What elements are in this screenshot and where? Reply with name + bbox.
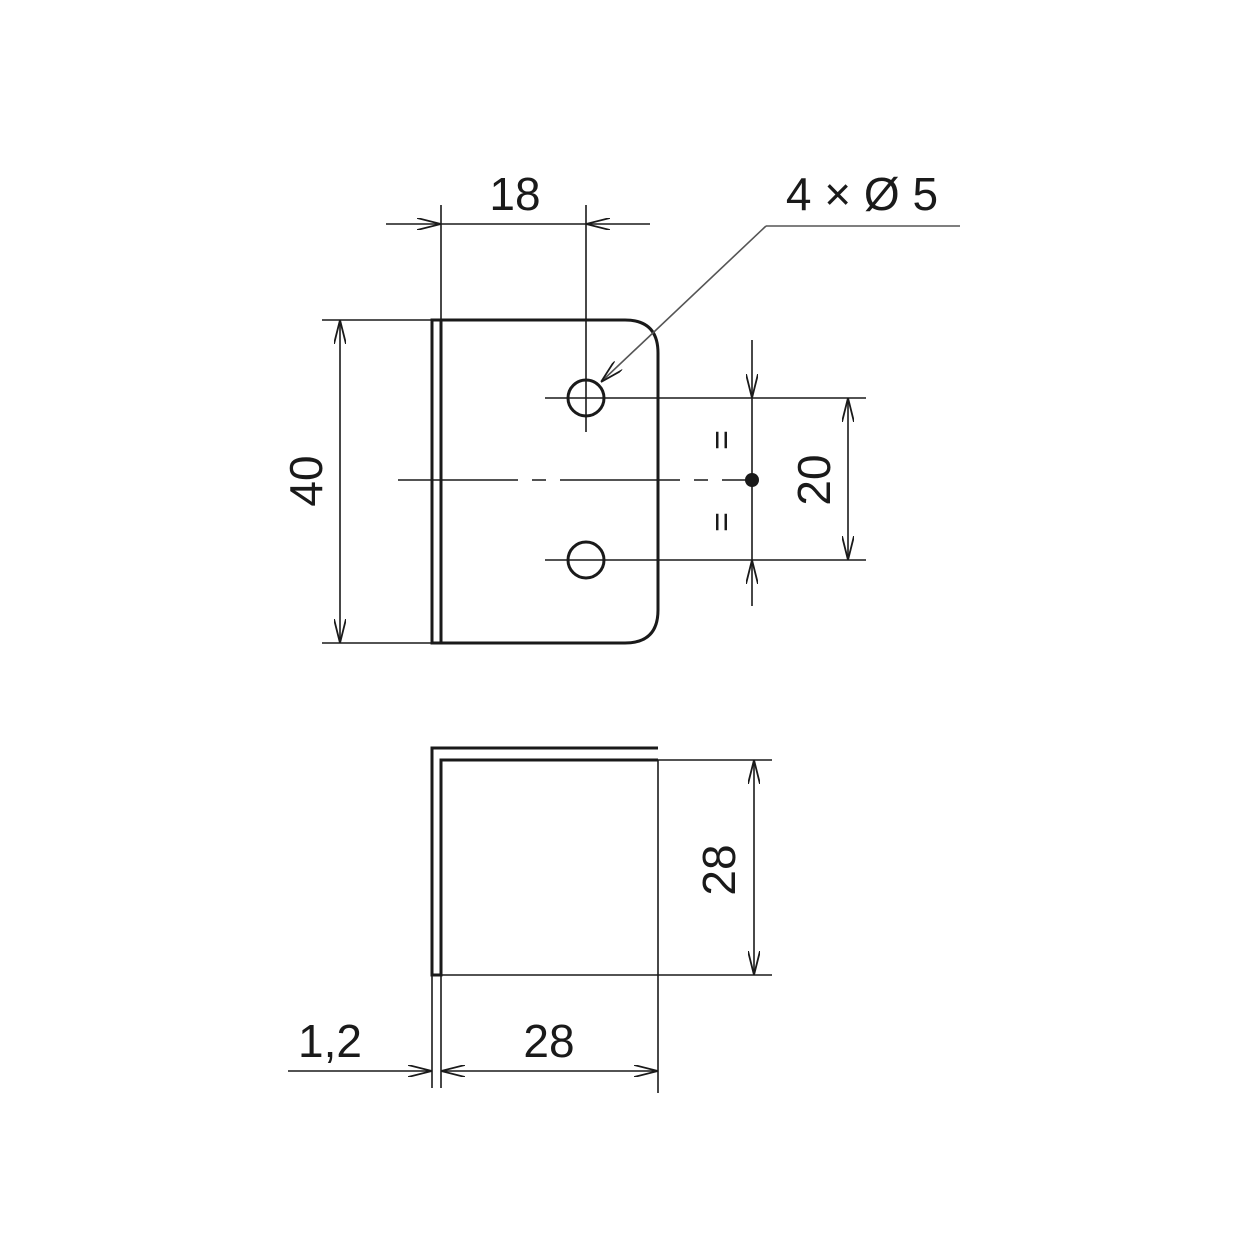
dim-top-width: 18 [386,168,650,320]
equal-mark-upper: = [703,430,741,450]
dim-height-label: 40 [280,455,332,506]
dim-thickness-label: 1,2 [298,1015,362,1067]
dim-equal-spacing: = = [703,340,759,606]
top-view [430,746,659,1093]
dim-side-width-label: 28 [523,1015,574,1067]
dim-bottom: 1,2 28 [288,975,658,1088]
plate-outline [430,318,660,645]
dim-top-width-label: 18 [489,168,540,220]
equal-mark-lower: = [703,512,741,532]
dim-hole-spacing: 20 [788,398,848,560]
dim-side-height: 28 [658,759,772,976]
center-point [745,473,759,487]
dim-hole-spec-label: 4 × Ø 5 [786,168,938,220]
dim-side-height-label: 28 [693,844,745,895]
dim-hole-spacing-label: 20 [788,454,840,505]
dim-height: 40 [280,319,432,644]
front-view [398,205,866,645]
dim-hole-spec: 4 × Ø 5 [601,168,960,382]
angle-profile [430,746,658,977]
